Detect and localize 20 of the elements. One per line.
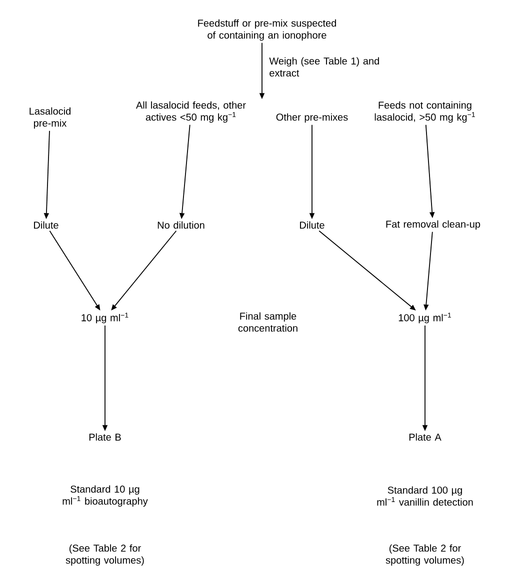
step-text: Lasalocid pre-mix bbox=[30, 107, 70, 129]
note-text: Standard 100 µg ml$^{−1}$ vanillin detection bbox=[377, 486, 473, 506]
step-text: Feedstuff or pre-mix suspected of containing an ionophore bbox=[198, 19, 336, 41]
arrow bbox=[111, 230, 177, 310]
note-text: (See Table 2 for spotting volumes) bbox=[66, 544, 144, 566]
note-text: Standard 10 µg ml$^{−1}$ bioautography bbox=[62, 485, 148, 507]
edge-label: Weigh (see Table 1) and extract bbox=[268, 56, 386, 78]
note-text: (See Table 2 for spotting volumes) bbox=[386, 544, 464, 566]
step-text: Plate B bbox=[89, 433, 121, 441]
step-text: No dilution bbox=[158, 221, 204, 229]
step-text: Fat removal clean-up bbox=[386, 220, 480, 230]
step-text: Dilute bbox=[300, 221, 324, 229]
step-text: Plate A bbox=[409, 433, 442, 441]
step-text: 100 µg ml$^{−1}$ bbox=[398, 312, 451, 324]
step-text: All lasalocid feeds, other actives <50 mg kg$^{−1}$ bbox=[136, 101, 246, 123]
step-text: 10 µg ml$^{−1}$ bbox=[82, 312, 128, 324]
note-text: Final sample concentration bbox=[238, 312, 298, 332]
step-text: Feeds not containing lasalocid, >50 mg kg$^{−1}$ bbox=[374, 101, 475, 123]
step-text: Other pre-mixes bbox=[276, 113, 348, 123]
step-text: Dilute bbox=[34, 221, 58, 229]
